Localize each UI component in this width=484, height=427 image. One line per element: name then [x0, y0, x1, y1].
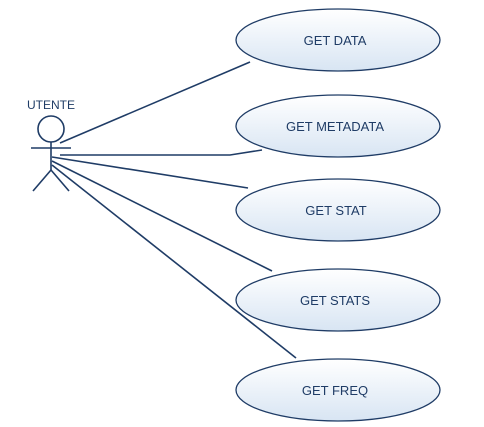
actor-head — [37, 115, 65, 143]
use-case-label: GET STATS — [300, 293, 370, 308]
use-case-get-metadata[interactable]: GET METADATA — [235, 94, 441, 158]
actor-left-leg — [32, 169, 52, 192]
use-case-label: GET STAT — [305, 203, 366, 218]
use-case-get-stat[interactable]: GET STAT — [235, 178, 441, 242]
actor-utente — [31, 115, 71, 192]
association-get-freq — [51, 164, 297, 359]
use-case-ellipse[interactable] — [235, 178, 441, 242]
use-case-get-stats[interactable]: GET STATS — [235, 268, 441, 332]
association-get-data — [59, 61, 251, 144]
use-case-ellipse[interactable] — [235, 358, 441, 422]
use-case-label: GET METADATA — [286, 119, 384, 134]
use-case-ellipse[interactable] — [235, 268, 441, 332]
use-case-get-data[interactable]: GET DATA — [235, 8, 441, 72]
actor-label: UTENTE — [27, 98, 75, 112]
use-case-label: GET DATA — [304, 33, 367, 48]
use-case-get-freq[interactable]: GET FREQ — [235, 358, 441, 422]
use-case-ellipse[interactable] — [235, 94, 441, 158]
actor-right-leg — [50, 169, 70, 192]
association-get-metadata — [60, 149, 263, 156]
use-case-label: GET FREQ — [302, 383, 368, 398]
use-case-ellipse[interactable] — [235, 8, 441, 72]
associations — [51, 61, 297, 359]
association-get-stats — [51, 160, 273, 272]
association-get-stat — [51, 156, 249, 189]
